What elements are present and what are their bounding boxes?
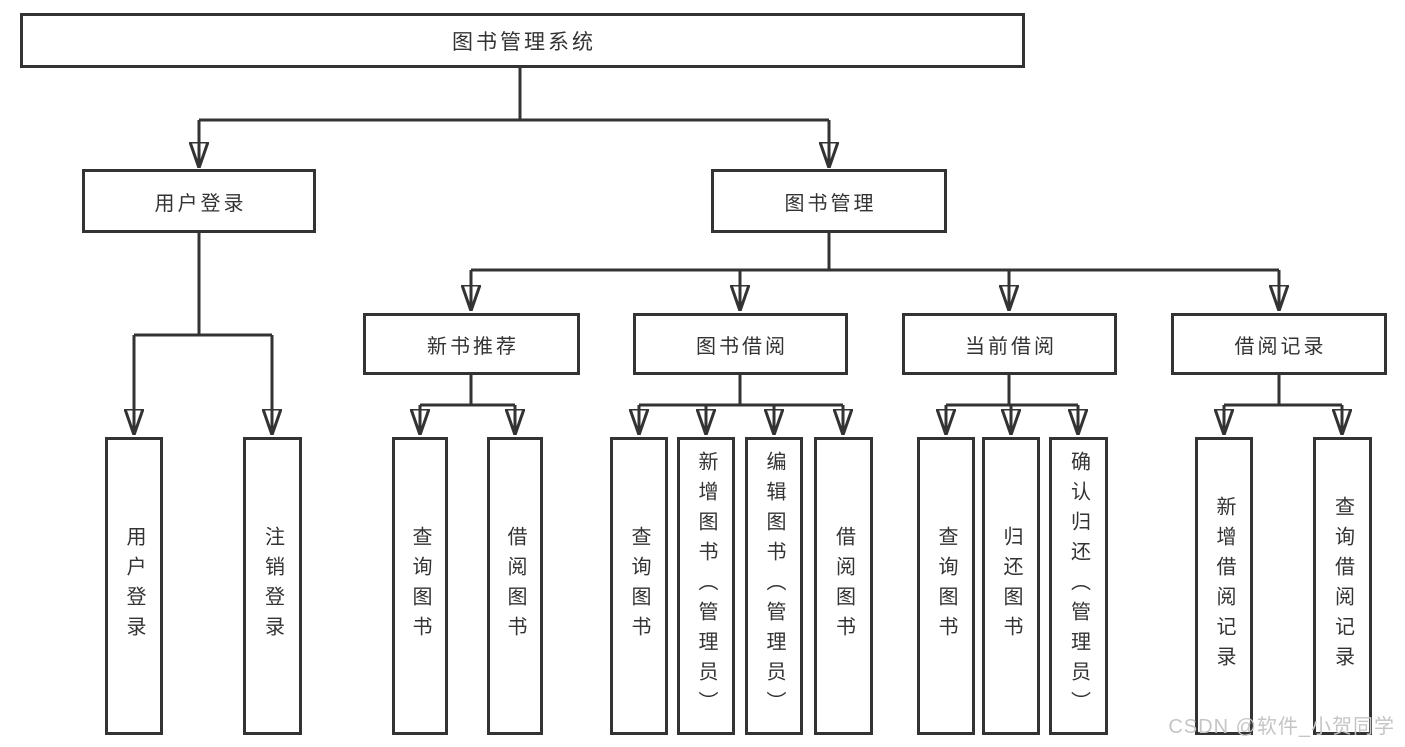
node-leaf-logout: 注销登录 — [243, 437, 302, 735]
node-new-book-recommend: 新书推荐 — [363, 313, 580, 375]
node-leaf-query-borrow-record: 查询借阅记录 — [1313, 437, 1372, 735]
watermark: CSDN @软件_小贺同学 — [1168, 716, 1395, 738]
node-leaf-query-books-3: 查询图书 — [917, 437, 975, 735]
node-leaf-borrow-books-2: 借阅图书 — [814, 437, 873, 735]
node-leaf-add-books-admin: 新增图书（管理员） — [677, 437, 735, 735]
node-leaf-confirm-return-admin: 确认归还（管理员） — [1049, 437, 1108, 735]
node-leaf-query-books-2: 查询图书 — [610, 437, 668, 735]
node-leaf-edit-books-admin: 编辑图书（管理员） — [745, 437, 803, 735]
node-leaf-return-books: 归还图书 — [982, 437, 1040, 735]
node-user-login: 用户登录 — [82, 169, 316, 233]
node-borrowing-records: 借阅记录 — [1171, 313, 1387, 375]
node-leaf-add-borrow-record: 新增借阅记录 — [1195, 437, 1253, 735]
node-leaf-query-books-1: 查询图书 — [392, 437, 448, 735]
node-current-borrowing: 当前借阅 — [902, 313, 1117, 375]
node-book-management: 图书管理 — [711, 169, 947, 233]
node-library-management-system: 图书管理系统 — [20, 13, 1025, 68]
node-book-borrowing: 图书借阅 — [633, 313, 848, 375]
node-leaf-user-login: 用户登录 — [105, 437, 163, 735]
node-leaf-borrow-books-1: 借阅图书 — [487, 437, 543, 735]
